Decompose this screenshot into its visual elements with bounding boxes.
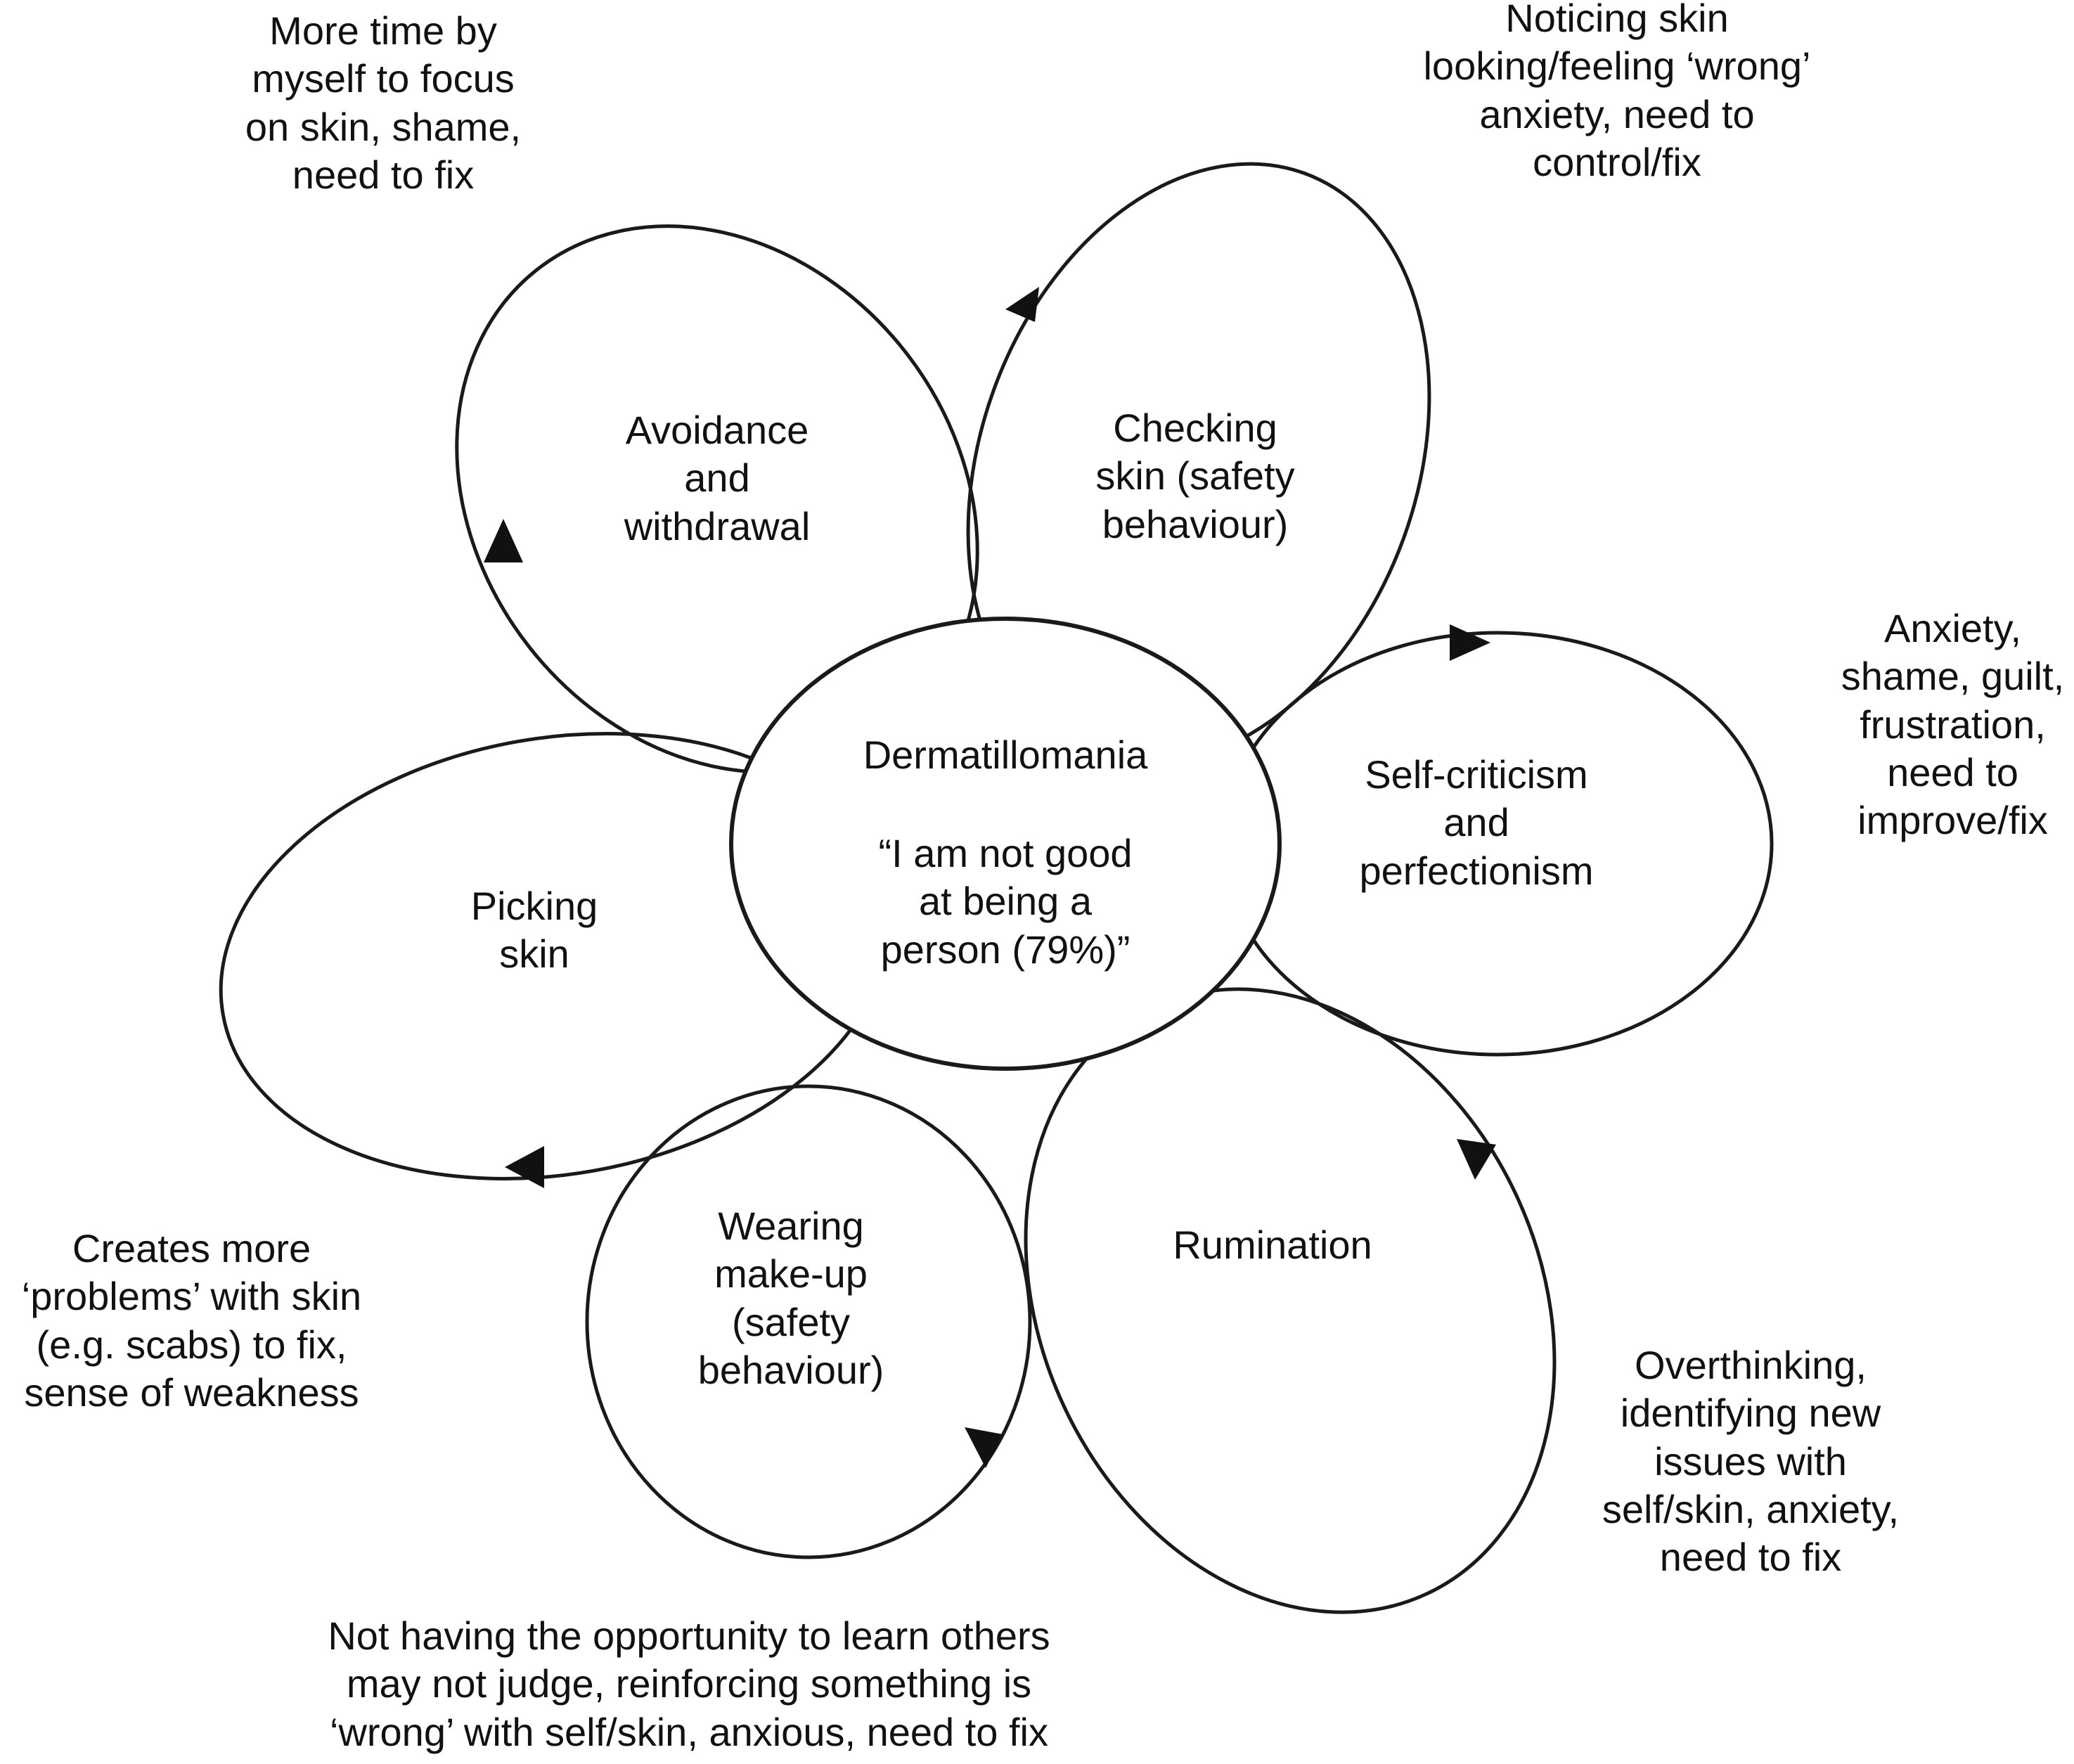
petal-label-self-criticism: Self-criticism and perfectionism [1359,752,1594,893]
petal-label-rumination: Rumination [1173,1223,1372,1267]
petal-label-avoidance: Avoidance and withdrawal [624,408,811,548]
arrowhead-rumination [1457,1139,1496,1180]
arrowhead-makeup [965,1427,1003,1468]
consequence-makeup: Not having the opportunity to learn othe… [328,1614,1050,1754]
consequence-rumination: Overthinking, identifying new issues wit… [1602,1343,1900,1580]
consequence-picking: Creates more ‘problems’ with skin (e.g. … [21,1226,362,1415]
petal-label-picking: Picking skin [470,884,598,977]
hub-title: Dermatillomania [863,733,1148,777]
arrowhead-self-criticism [1450,624,1490,661]
arrowhead-picking [505,1146,544,1188]
arrowhead-avoidance [484,519,523,562]
petal-label-checking: Checking skin (safety behaviour) [1095,406,1295,546]
hub-belief: “I am not good at being a person (79%)” [878,831,1133,972]
hub-circle [729,617,1282,1071]
petal-makeup [585,1084,1032,1559]
consequence-checking: Noticing skin looking/feeling ‘wrong’ an… [1423,0,1811,184]
arrowhead-checking [1005,287,1039,322]
consequence-self-criticism: Anxiety, shame, guilt, frustration, need… [1841,606,2065,843]
consequence-avoidance: More time by myself to focus on skin, sh… [245,8,522,197]
petal-label-makeup: Wearing make-up (safety behaviour) [697,1204,884,1392]
